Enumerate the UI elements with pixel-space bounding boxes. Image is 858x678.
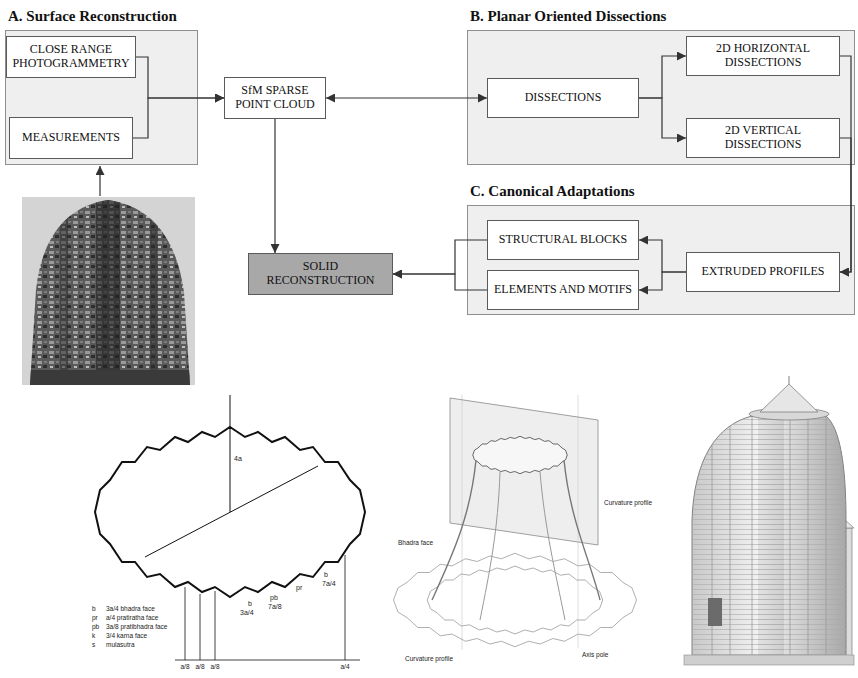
tower-photo: [22, 195, 197, 387]
drawing-label: pb: [270, 594, 278, 601]
drawing-label: Curvature profile: [405, 656, 453, 663]
process-box: SfM SPARSE POINT CLOUD: [224, 77, 326, 119]
process-box: ELEMENTS AND MOTIFS: [487, 270, 639, 310]
drawing-label: pb: [92, 624, 99, 631]
box-label: DISSECTIONS: [525, 91, 602, 105]
profile-curve: [432, 460, 476, 600]
central-band: [758, 410, 784, 665]
profile-curve: [480, 472, 500, 620]
process-box: CLOSE RANGE PHOTOGRAMMETRY: [6, 36, 135, 78]
box-label: SfM SPARSE POINT CLOUD: [229, 84, 321, 112]
finial: [789, 376, 790, 384]
drawing-label: b: [324, 571, 328, 578]
box-label: EXTRUDED PROFILES: [701, 265, 824, 279]
drawing-label: Axis pole: [582, 652, 608, 659]
rib-line: [808, 410, 809, 665]
plan-drawing: [95, 395, 365, 660]
process-box: 2D HORIZONTAL DISSECTIONS: [686, 36, 840, 76]
group-panel: C. Canonical AdaptationsSTRUCTURAL BLOCK…: [467, 205, 855, 315]
flow-arrow: [274, 119, 275, 253]
dimension-line: [200, 594, 201, 660]
drawing-label: s: [92, 642, 95, 649]
diagonal-line: [145, 466, 318, 557]
side-band: [60, 195, 68, 387]
drawing-label: Curvature profile: [604, 500, 652, 507]
panel-heading: A. Surface Reconstruction: [8, 8, 177, 25]
drawing-label: a/8: [180, 664, 189, 671]
drawing-label: a/4 pratiratha face: [106, 615, 158, 622]
axis-line: [230, 395, 231, 512]
panel-heading: B. Planar Oriented Dissections: [470, 8, 666, 25]
dimension-line: [215, 591, 216, 660]
base-ring: [427, 566, 603, 634]
side-band: [150, 195, 158, 387]
drawing-label: b: [92, 606, 96, 613]
drawing-label: pr: [296, 584, 302, 591]
carved-surface: [22, 195, 197, 387]
result-box: SOLID RECONSTRUCTION: [248, 253, 393, 295]
wireframe-drawing: [394, 395, 637, 650]
rib-line: [712, 410, 713, 665]
process-box: 2D VERTICAL DISSECTIONS: [686, 118, 840, 158]
tower-base: [22, 370, 197, 386]
group-panel: B. Planar Oriented DissectionsDISSECTION…: [467, 30, 855, 165]
rib-line: [752, 410, 753, 665]
cone-top: [760, 384, 818, 412]
drawing-label: 3a/8 pratibhadra face: [106, 624, 167, 631]
flow-arrow: [326, 97, 487, 98]
process-box: STRUCTURAL BLOCKS: [487, 220, 639, 260]
base-ring: [394, 553, 637, 647]
drawing-label: a/4: [340, 664, 349, 671]
dimension-line: [345, 555, 346, 660]
drawing-label: Bhadra face: [398, 540, 433, 547]
panel-heading: C. Canonical Adaptations: [470, 183, 635, 200]
rib-line: [790, 410, 791, 665]
plinth: [684, 655, 854, 665]
drawing-label: 3/4 karna face: [106, 633, 147, 640]
box-label: CLOSE RANGE PHOTOGRAMMETRY: [11, 43, 130, 71]
drawing-label: 7a/8: [268, 603, 282, 610]
base-line: [175, 660, 360, 661]
doorway: [708, 598, 722, 626]
rib-line: [730, 410, 731, 665]
group-panel: A. Surface ReconstructionCLOSE RANGE PHO…: [5, 30, 198, 165]
drawing-label: 7a/4: [322, 580, 336, 587]
central-band: [96, 195, 120, 387]
drawing-label: mulasutra: [106, 642, 135, 649]
drawing-label: k: [92, 633, 95, 640]
box-label: 2D HORIZONTAL DISSECTIONS: [691, 42, 835, 70]
process-box: MEASUREMENTS: [9, 117, 133, 159]
masonry-courses: [690, 410, 850, 665]
drawing-label: 3a/4: [240, 609, 254, 616]
drawing-label: a/8: [195, 664, 204, 671]
box-label: STRUCTURAL BLOCKS: [499, 233, 628, 247]
box-label: ELEMENTS AND MOTIFS: [494, 283, 632, 297]
box-label: SOLID RECONSTRUCTION: [253, 260, 388, 288]
dimension-line: [185, 587, 186, 660]
temple-render: [684, 376, 854, 665]
top-ring: [473, 436, 568, 473]
drawing-label: 3a/4 bhadra face: [106, 606, 155, 613]
input-arrow: [99, 166, 100, 196]
box-label: MEASUREMENTS: [22, 131, 120, 145]
drawing-label: b: [248, 600, 252, 607]
profile-curve: [564, 460, 600, 600]
tower-texture: [690, 410, 850, 665]
drawing-label: 4a: [234, 455, 242, 462]
drawing-label: a/8: [210, 664, 219, 671]
box-label: 2D VERTICAL DISSECTIONS: [691, 124, 835, 152]
process-box: DISSECTIONS: [487, 78, 639, 118]
drawing-label: pr: [92, 615, 98, 622]
process-box: EXTRUDED PROFILES: [686, 252, 840, 292]
profile-curve: [540, 472, 565, 620]
rib-line: [826, 410, 827, 665]
temple-photo: [22, 195, 197, 387]
